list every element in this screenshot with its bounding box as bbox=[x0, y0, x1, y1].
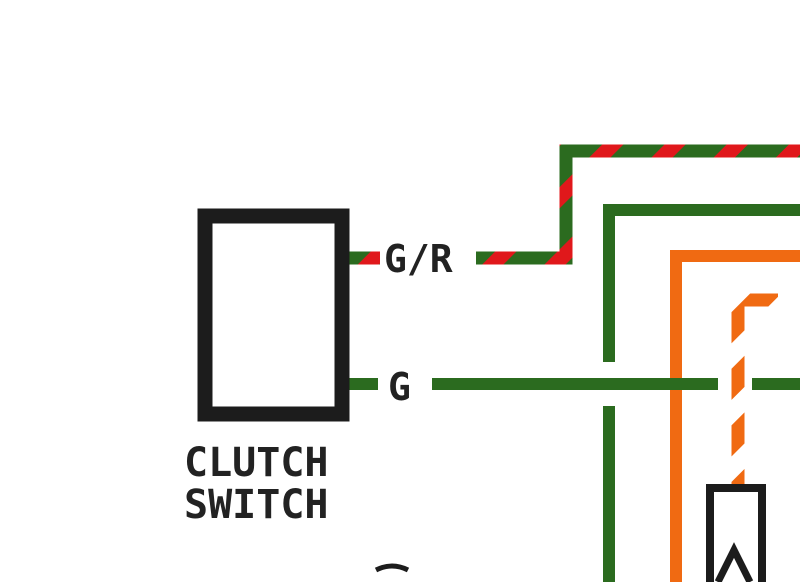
wire-label-green: G bbox=[388, 365, 411, 409]
green-frame-wire bbox=[603, 204, 800, 362]
wire-label-green-red: G/R bbox=[384, 237, 453, 281]
orange-wire bbox=[670, 250, 800, 582]
clutch-switch-box bbox=[197, 208, 350, 422]
orange-white-wire bbox=[731, 293, 778, 486]
component-label-line1: CLUTCH bbox=[184, 440, 329, 486]
bottom-partial-mark bbox=[374, 563, 410, 573]
component-label-line2: SWITCH bbox=[184, 482, 329, 528]
green-red-wire-run bbox=[476, 144, 800, 265]
connector-block bbox=[706, 484, 766, 582]
connector-arrow-icon bbox=[714, 542, 754, 582]
